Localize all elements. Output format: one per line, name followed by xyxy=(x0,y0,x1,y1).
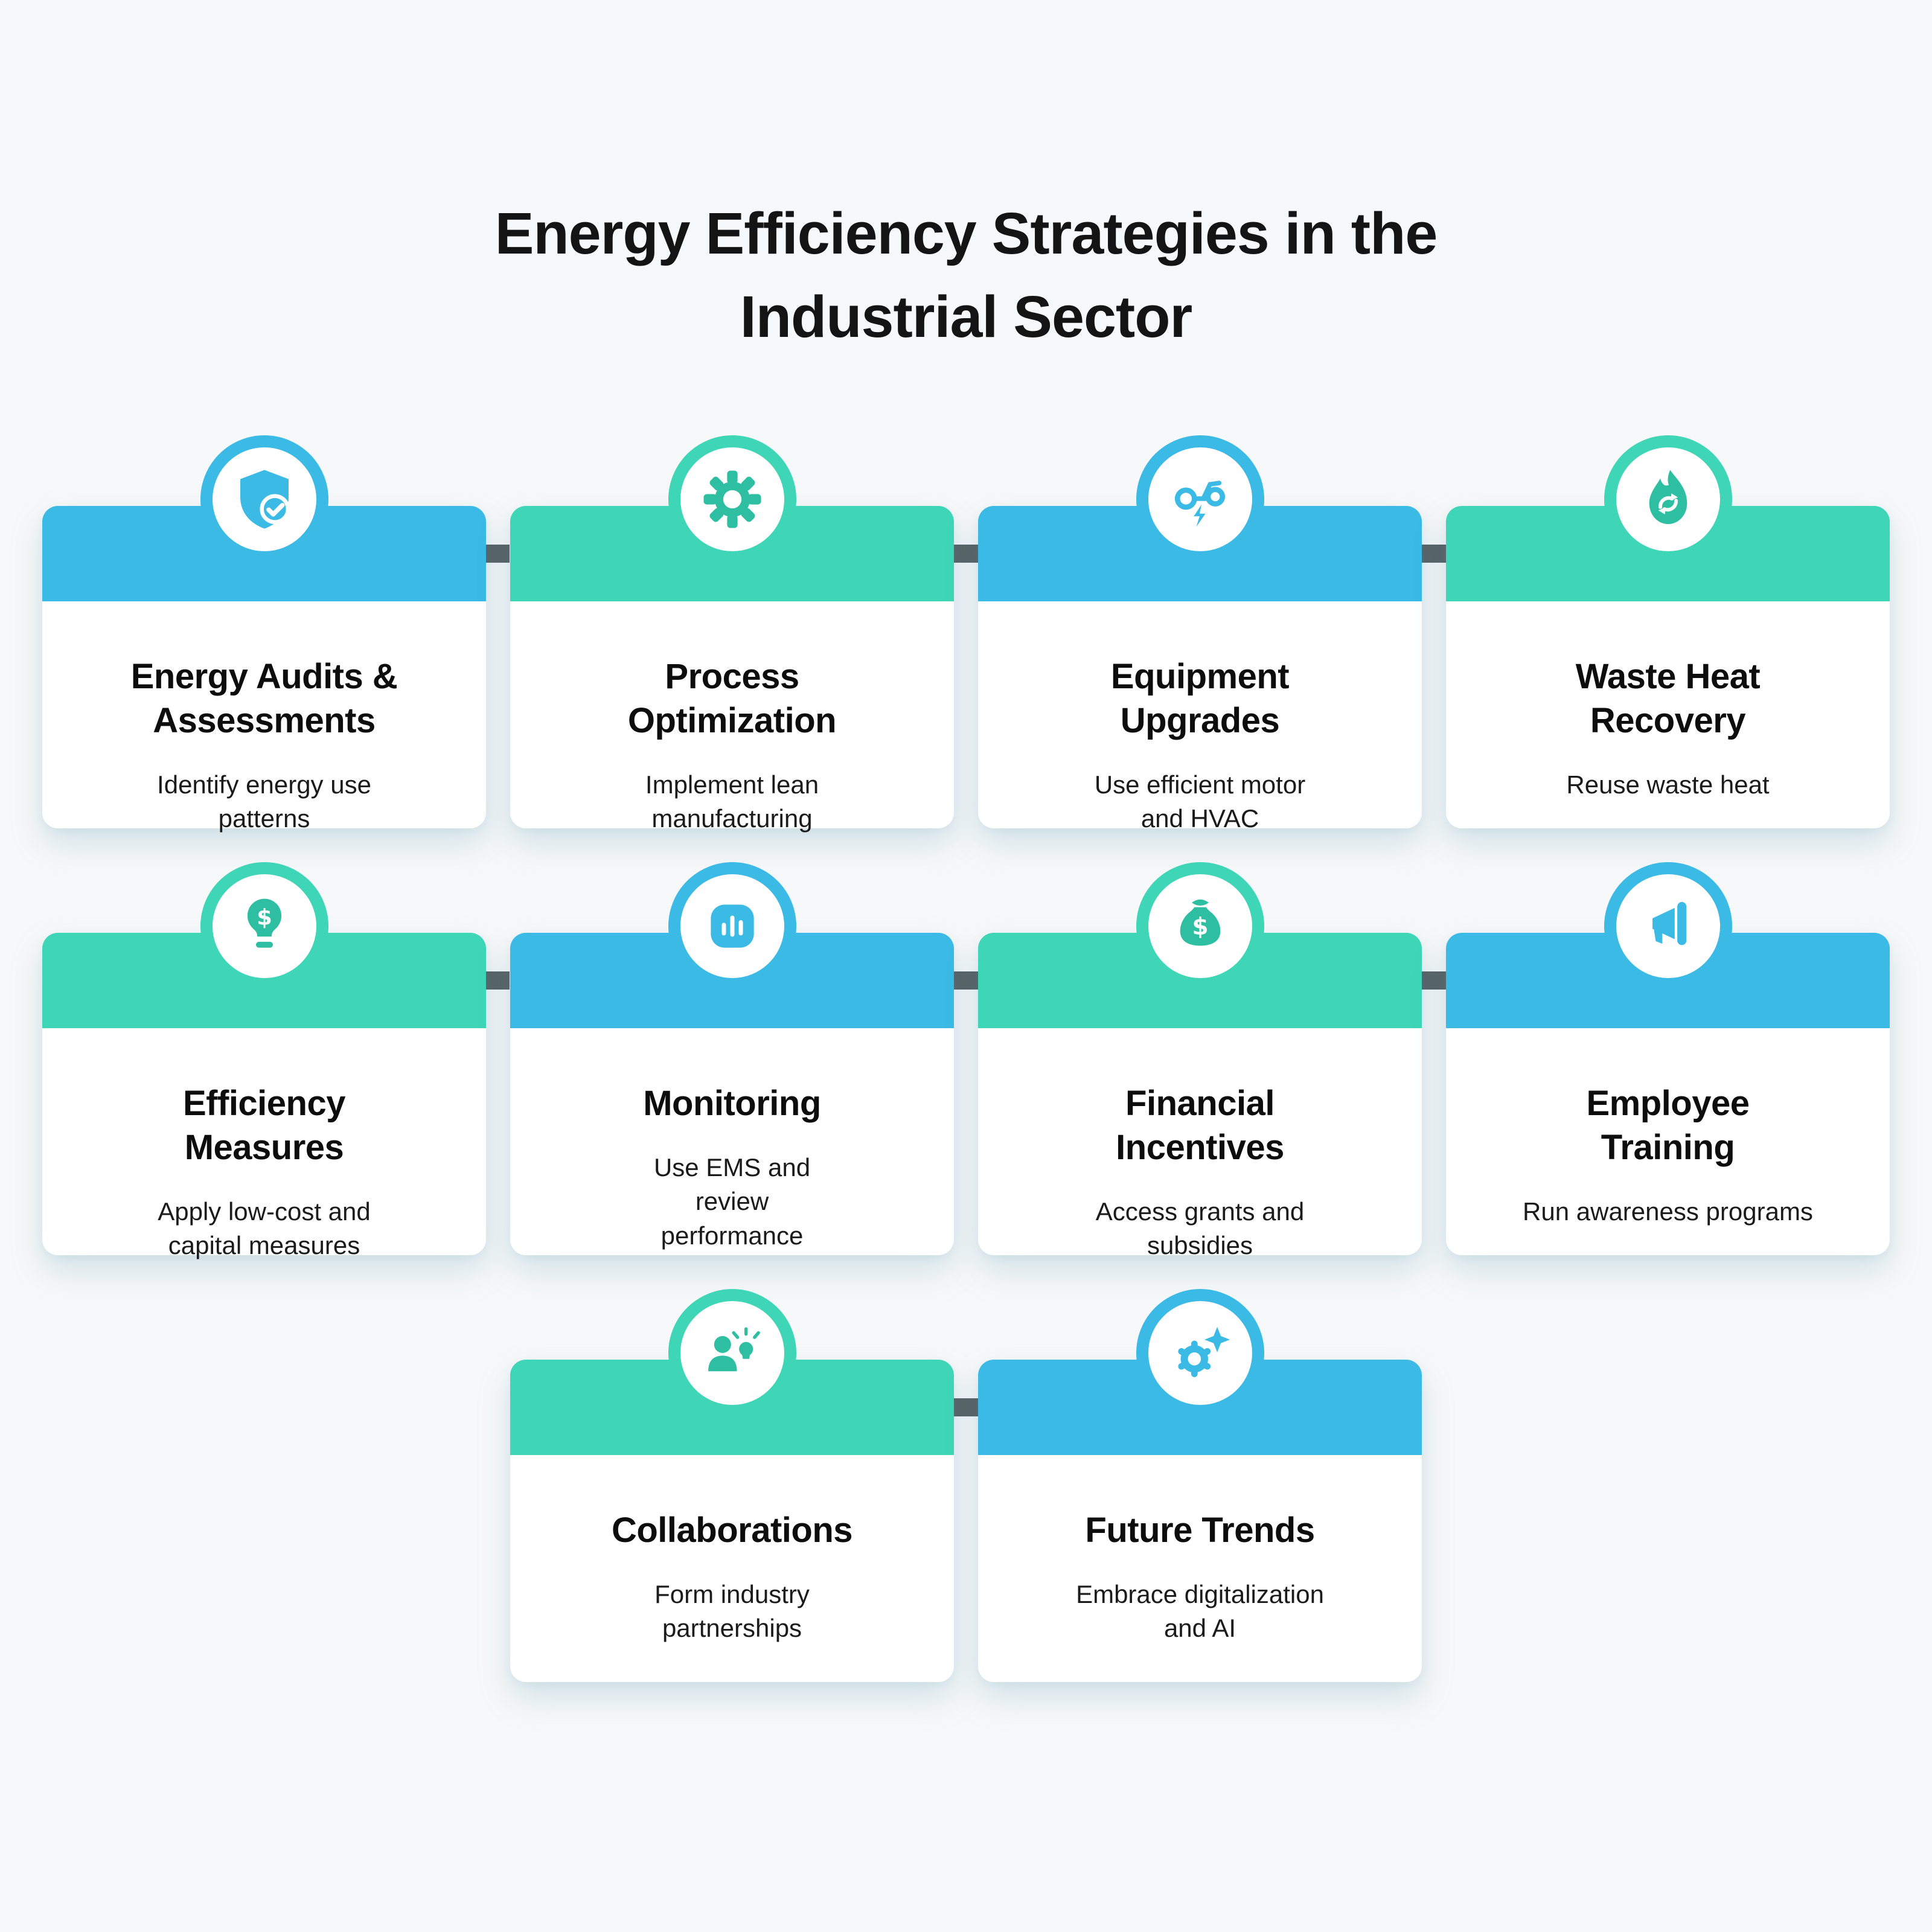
card-title: Future Trends xyxy=(1085,1511,1315,1550)
card-energy-audits: Energy Audits & Assessments Identify ene… xyxy=(42,435,486,833)
card-description: Implement lean manufacturing xyxy=(645,770,819,833)
card-description: Embrace digitalization and AI xyxy=(1076,1580,1324,1643)
card-description: Reuse waste heat xyxy=(1566,770,1770,799)
connector xyxy=(953,1398,978,1416)
page-title: Energy Efficiency Strategies in the Indu… xyxy=(494,200,1438,350)
card-waste-heat-recovery: Waste Heat Recovery Reuse waste heat xyxy=(1446,435,1890,828)
card-title: Waste Heat Recovery xyxy=(1575,657,1761,741)
connector xyxy=(484,971,510,990)
bar-chart-icon xyxy=(668,862,796,990)
bulb-dollar-icon: $ xyxy=(200,862,328,990)
card-financial-incentives: $ Financial Incentives Access grants and… xyxy=(978,862,1422,1259)
card-title: Collaborations xyxy=(611,1511,853,1550)
card-title: Employee Training xyxy=(1586,1084,1750,1168)
gear-sparkle-icon xyxy=(1136,1289,1264,1417)
card-description: Use EMS and review performance xyxy=(653,1153,811,1250)
card-title: Energy Audits & Assessments xyxy=(130,657,398,741)
person-idea-icon xyxy=(668,1289,796,1417)
connector xyxy=(953,971,978,990)
row-1: Energy Audits & Assessments Identify ene… xyxy=(0,435,1932,833)
card-description: Identify energy use patterns xyxy=(157,770,371,833)
money-bag-icon: $ xyxy=(1136,862,1264,990)
card-title: Financial Incentives xyxy=(1116,1084,1284,1168)
card-efficiency-measures: $ Efficiency Measures Apply low-cost and… xyxy=(42,862,486,1259)
card-title: Efficiency Measures xyxy=(183,1084,346,1168)
card-process-optimization: Process Optimization Implement lean manu… xyxy=(510,435,954,833)
card-description: Form industry partnerships xyxy=(654,1580,810,1643)
card-monitoring: Monitoring Use EMS and review performanc… xyxy=(510,862,954,1255)
electric-bike-icon xyxy=(1136,435,1264,563)
svg-text:$: $ xyxy=(257,904,272,930)
svg-text:$: $ xyxy=(1192,913,1208,941)
shield-check-icon xyxy=(200,435,328,563)
connector xyxy=(953,545,978,563)
row-2: $ Efficiency Measures Apply low-cost and… xyxy=(0,862,1932,1259)
flame-recycle-icon xyxy=(1604,435,1732,563)
card-description: Run awareness programs xyxy=(1523,1197,1813,1226)
card-description: Use efficient motor and HVAC xyxy=(1094,770,1306,833)
card-title: Process Optimization xyxy=(627,657,837,741)
card-title: Monitoring xyxy=(643,1084,821,1123)
connector xyxy=(1421,971,1446,990)
card-equipment-upgrades: Equipment Upgrades Use efficient motor a… xyxy=(978,435,1422,833)
card-future-trends: Future Trends Embrace digitalization and… xyxy=(978,1289,1422,1682)
connector xyxy=(484,545,510,563)
megaphone-icon xyxy=(1604,862,1732,990)
card-description: Apply low-cost and capital measures xyxy=(158,1197,371,1260)
row-3: Collaborations Form industry partnership… xyxy=(0,1289,1932,1682)
card-collaborations: Collaborations Form industry partnership… xyxy=(510,1289,954,1682)
card-description: Access grants and subsidies xyxy=(1095,1197,1305,1260)
card-employee-training: Employee Training Run awareness programs xyxy=(1446,862,1890,1255)
card-title: Equipment Upgrades xyxy=(1110,657,1290,741)
gear-icon xyxy=(668,435,796,563)
connector xyxy=(1421,545,1446,563)
